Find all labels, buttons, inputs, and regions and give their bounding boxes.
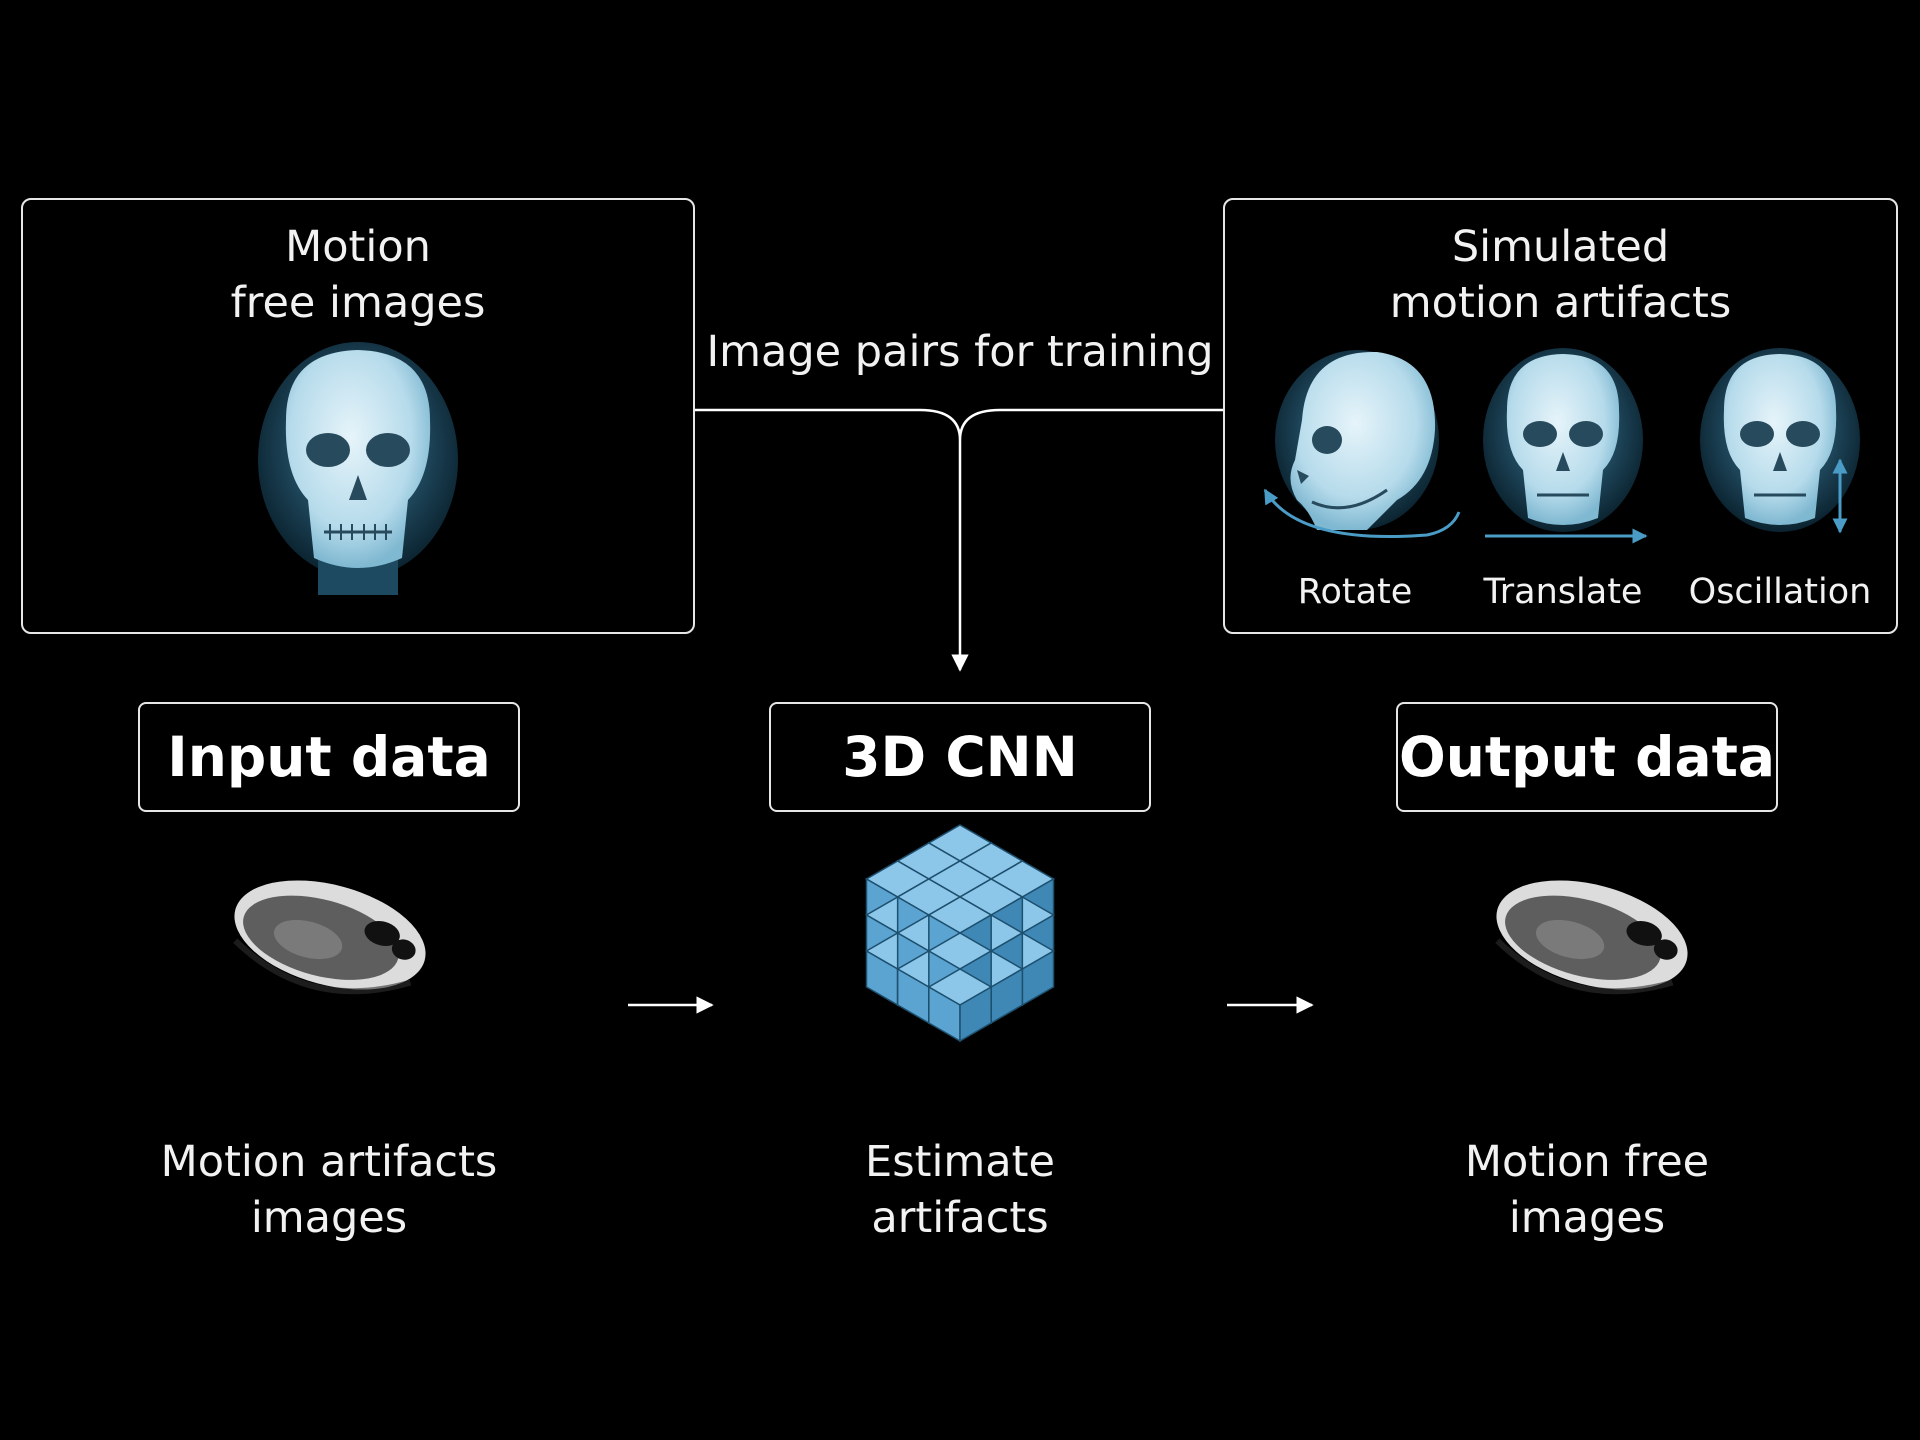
input-data-box: Input data <box>138 702 520 812</box>
motion-free-panel <box>21 198 695 634</box>
input-caption-line2: images <box>250 1192 408 1243</box>
simulated-artifacts-title: Simulated motion artifacts <box>1223 220 1898 332</box>
rotate-skull-icon <box>1263 350 1461 539</box>
translate-skull-icon <box>1483 348 1648 544</box>
cnn-cube-icon <box>864 824 1056 1043</box>
cnn-caption-line2: artifacts <box>871 1192 1049 1243</box>
ct-scan-output-icon <box>1495 880 1688 995</box>
output-caption-line2: images <box>1508 1192 1666 1243</box>
output-caption: Motion free images <box>1348 1135 1826 1247</box>
translate-label: Translate <box>1483 572 1643 612</box>
rotate-label: Rotate <box>1297 572 1413 612</box>
training-pairs-connector <box>694 408 1224 441</box>
cube-face <box>959 985 992 1043</box>
cnn-box: 3D CNN <box>769 702 1151 812</box>
cnn-caption-line1: Estimate <box>865 1137 1055 1187</box>
motion-free-title: Motion free images <box>21 220 695 332</box>
cnn-caption: Estimate artifacts <box>720 1135 1200 1247</box>
oscillation-skull-icon <box>1700 348 1860 534</box>
motion-free-title-line2: free images <box>230 277 486 328</box>
input-caption-line1: Motion artifacts <box>160 1137 498 1187</box>
output-caption-line1: Motion free <box>1464 1137 1710 1187</box>
simulated-title-line1: Simulated <box>1451 222 1670 272</box>
motion-free-title-line1: Motion <box>285 222 431 272</box>
input-caption: Motion artifacts images <box>90 1135 568 1247</box>
output-data-box: Output data <box>1396 702 1778 812</box>
skull-icon <box>258 342 458 595</box>
ct-scan-input-icon <box>233 880 426 995</box>
simulated-artifacts-panel <box>1223 198 1898 634</box>
simulated-title-line2: motion artifacts <box>1389 277 1732 328</box>
image-pairs-label: Image pairs for training <box>706 327 1214 377</box>
oscillation-label: Oscillation <box>1688 572 1872 612</box>
